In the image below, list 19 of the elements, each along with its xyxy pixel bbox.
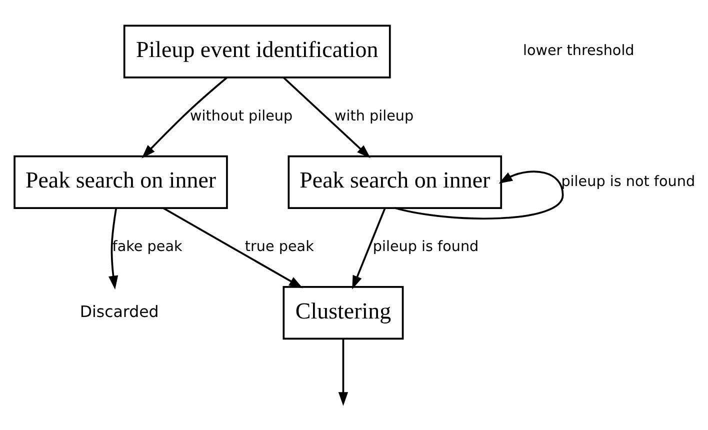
edge-label: pileup is found (372, 239, 479, 256)
node-box: Pileup event identification (123, 24, 391, 78)
arrow (283, 76, 370, 158)
label: lower threshold (522, 43, 634, 60)
arrow (108, 208, 118, 290)
edge-label: with pileup (334, 108, 414, 124)
arrow (352, 208, 386, 290)
edge-label: fake peak (112, 239, 182, 256)
node-text: Discarded (80, 302, 159, 321)
node-box: Peak search on inner (14, 155, 228, 209)
arrow (163, 207, 303, 288)
edge-label: without pileup (190, 108, 293, 124)
edge-label: pileup is not found (561, 174, 696, 190)
edge-label: true peak (244, 239, 314, 256)
node-box: Peak search on inner (288, 155, 502, 209)
arrow (142, 76, 228, 158)
arrow (338, 339, 348, 406)
arrow (394, 170, 564, 220)
node-box: Clustering (282, 286, 404, 340)
